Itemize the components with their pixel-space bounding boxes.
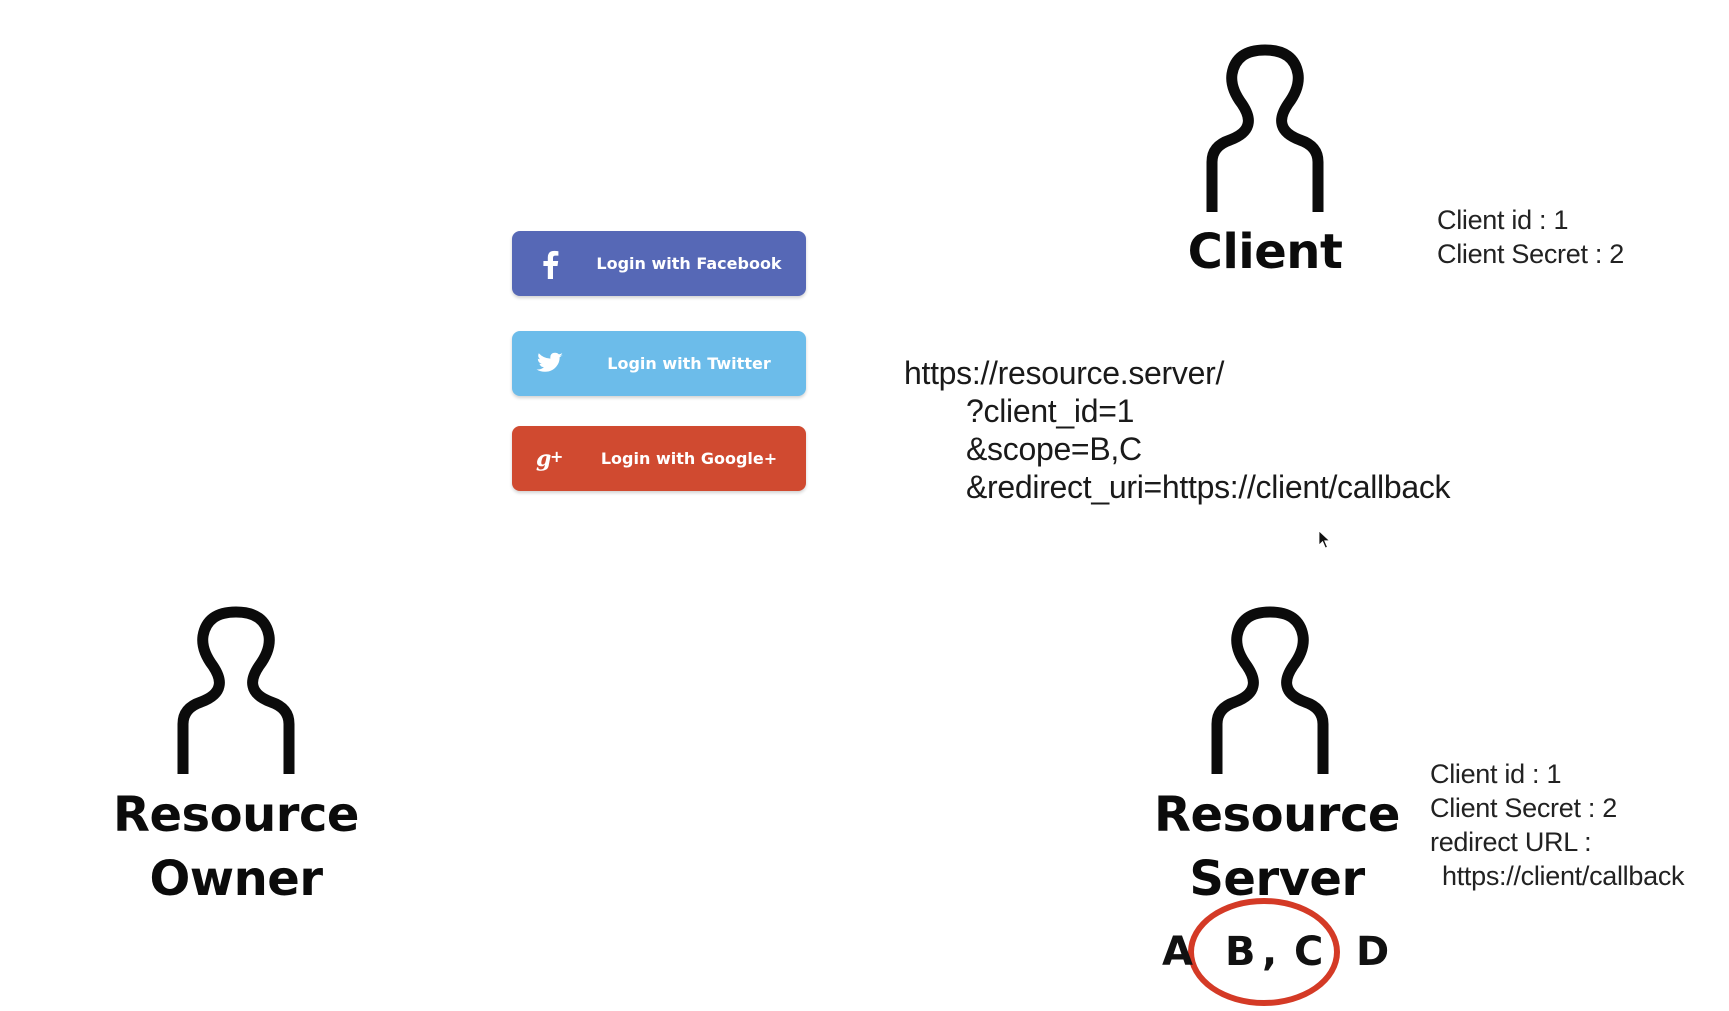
svg-text:g: g (536, 446, 551, 472)
client-secret-text: Client Secret : 2 (1437, 239, 1624, 269)
login-with-google-plus-button[interactable]: g + Login with Google+ (512, 426, 806, 491)
google-plus-icon: g + (530, 426, 570, 491)
client-person-icon (1200, 44, 1330, 214)
url-param-client-id: ?client_id=1 (966, 393, 1135, 429)
scope-b: B (1225, 929, 1256, 975)
authorization-request-url: https://resource.server/ ?client_id=1 &s… (904, 354, 1451, 506)
url-base: https://resource.server/ (904, 355, 1225, 391)
scope-separator: , (1262, 929, 1278, 975)
mouse-pointer-icon (1318, 530, 1331, 549)
resource-server-registration-note: Client id : 1 Client Secret : 2 redirect… (1430, 757, 1685, 893)
registered-client-id-text: Client id : 1 (1430, 759, 1562, 789)
login-with-twitter-label: Login with Twitter (607, 354, 771, 373)
resource-owner-label-line-1: Resource (113, 787, 359, 843)
resource-server-label: Resource Server (1127, 783, 1427, 911)
scope-d: D (1356, 929, 1390, 975)
scope-highlight-ring (1188, 898, 1340, 1006)
scope-a: A (1162, 929, 1193, 975)
client-credentials-note: Client id : 1 Client Secret : 2 (1437, 203, 1624, 271)
resource-server-label-line-2: Server (1189, 851, 1365, 907)
resource-owner-label-line-2: Owner (149, 851, 323, 907)
resource-server-person-icon (1205, 606, 1335, 776)
client-id-text: Client id : 1 (1437, 205, 1569, 235)
resource-owner-label: Resource Owner (86, 783, 386, 911)
client-label-text: Client (1187, 224, 1343, 280)
scope-c: C (1294, 929, 1324, 975)
registered-redirect-url-label: redirect URL : (1430, 827, 1592, 857)
url-param-scope: &scope=B,C (966, 431, 1142, 467)
login-with-facebook-label: Login with Facebook (596, 254, 782, 273)
registered-client-secret-text: Client Secret : 2 (1430, 793, 1617, 823)
url-param-redirect-uri: &redirect_uri=https://client/callback (966, 469, 1451, 505)
login-with-google-plus-label: Login with Google+ (600, 449, 778, 468)
facebook-f-icon (530, 231, 570, 296)
svg-text:+: + (550, 447, 563, 466)
twitter-bird-icon (530, 331, 570, 396)
login-with-twitter-button[interactable]: Login with Twitter (512, 331, 806, 396)
resource-server-label-line-1: Resource (1154, 787, 1400, 843)
client-label: Client (1165, 220, 1365, 284)
registered-redirect-url-value: https://client/callback (1442, 861, 1685, 891)
login-with-facebook-button[interactable]: Login with Facebook (512, 231, 806, 296)
resource-owner-person-icon (171, 606, 301, 776)
